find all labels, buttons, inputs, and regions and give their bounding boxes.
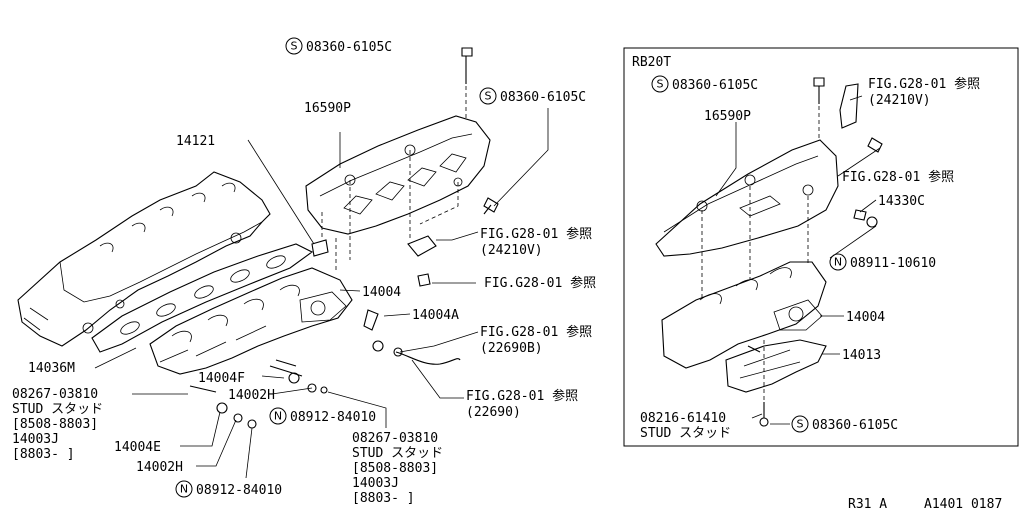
svg-text:N: N <box>274 410 282 423</box>
label-bolt-top-a: 08360-6105C <box>306 40 392 55</box>
label-fig-bolt-a: FIG.G28-01 参照 <box>484 275 596 291</box>
manifold-gasket-drawing <box>91 243 314 353</box>
exhaust-manifold-drawing <box>149 267 353 375</box>
label-gasket-14036m: 14036M <box>28 361 75 376</box>
label-stud-14004e: 14004E <box>114 440 161 455</box>
cylinder-head-drawing <box>17 171 271 347</box>
inset-label-stud-08216: 08216-61410 <box>640 411 726 426</box>
inset-leader-lines <box>715 95 881 425</box>
svg-text:S: S <box>485 90 492 103</box>
label-nut-08912-b: 08912-84010 <box>196 483 282 498</box>
inset-label-manifold-14004: 14004 <box>846 310 885 325</box>
label-stud-08267-a: 08267-03810 <box>12 387 98 402</box>
label-stud-08267-a-text: STUD スタッド <box>12 402 103 417</box>
inset-label-fig-bracket: FIG.G28-01 参照 <box>842 169 954 185</box>
label-bolt-top-b: 08360-6105C <box>500 90 586 105</box>
label-fig-24210v-a-sub: (24210V) <box>480 243 543 258</box>
label-fig-22690b-sub: (22690B) <box>480 341 543 356</box>
inset-label-bolt-top: 08360-6105C <box>672 78 758 93</box>
symbol-s-inset-bolt-bottom: S <box>791 415 809 433</box>
inset-label-stud-08216-text: STUD スタッド <box>640 426 731 441</box>
svg-text:N: N <box>180 483 188 496</box>
label-washer-14002h-b: 14002H <box>136 460 183 475</box>
label-stud-08267-a-alt: 14003J <box>12 432 59 447</box>
label-stud-08267-a-date: [8508-8803] <box>12 417 98 432</box>
inset-label-nut-08911: 08911-10610 <box>850 256 936 271</box>
symbol-s-inset-bolt-top: S <box>651 75 669 93</box>
label-stud-08267-a-alt-date: [8803- ] <box>12 447 75 462</box>
inset-small-parts <box>747 77 883 427</box>
inset-label-gasket-14330c: 14330C <box>878 194 925 209</box>
svg-text:S: S <box>797 418 804 431</box>
inset-heat-shield-drawing <box>725 339 827 393</box>
label-fig-22690b: FIG.G28-01 参照 <box>480 324 592 340</box>
inset-label-cover-16590p: 16590P <box>704 109 751 124</box>
label-stud-14004f: 14004F <box>198 371 245 386</box>
label-stud-08267-b-text: STUD スタッド <box>352 446 443 461</box>
label-washer-14002h-a: 14002H <box>228 388 275 403</box>
svg-text:S: S <box>291 40 298 53</box>
label-fig-22690: FIG.G28-01 参照 <box>466 388 578 404</box>
diagram-code: A1401 0187 <box>924 497 1002 512</box>
label-stud-08267-b-alt-date: [8803- ] <box>352 491 415 506</box>
small-parts-main <box>189 47 499 429</box>
assembly-lines-main <box>321 86 467 270</box>
symbol-n-nut-b: N <box>175 480 193 498</box>
inset-label-bolt-bottom: 08360-6105C <box>812 418 898 433</box>
label-stud-14004a: 14004A <box>412 308 459 323</box>
symbol-n-nut-a: N <box>269 407 287 425</box>
inset-title: RB20T <box>632 55 671 70</box>
label-cover-16590p: 16590P <box>304 101 351 116</box>
inset-label-heatshield-14013: 14013 <box>842 348 881 363</box>
label-manifold-14004: 14004 <box>362 285 401 300</box>
heat-cover-drawing <box>305 115 491 235</box>
symbol-s-bolt-top-b: S <box>479 87 497 105</box>
svg-text:S: S <box>657 78 664 91</box>
label-stud-08267-b-alt: 14003J <box>352 476 399 491</box>
diagram-ref: R31 A <box>848 497 887 512</box>
symbol-n-inset-nut: N <box>829 253 847 271</box>
symbol-s-bolt-top-a: S <box>285 37 303 55</box>
inset-heat-cover-drawing <box>655 139 839 257</box>
leader-lines-main <box>94 108 549 479</box>
label-stud-08267-b-date: [8508-8803] <box>352 461 438 476</box>
inset-label-fig-24210v: FIG.G28-01 参照 <box>868 76 980 92</box>
label-fig-22690-sub: (22690) <box>466 405 521 420</box>
label-gasket-14121: 14121 <box>176 134 215 149</box>
label-stud-08267-b: 08267-03810 <box>352 431 438 446</box>
inset-assembly-lines <box>701 106 820 400</box>
label-fig-24210v-a: FIG.G28-01 参照 <box>480 226 592 242</box>
label-nut-08912-a: 08912-84010 <box>290 410 376 425</box>
inset-label-fig-24210v-sub: (24210V) <box>868 93 931 108</box>
inset-frame <box>623 47 1019 447</box>
svg-text:N: N <box>834 256 842 269</box>
inset-manifold-drawing <box>661 261 827 369</box>
